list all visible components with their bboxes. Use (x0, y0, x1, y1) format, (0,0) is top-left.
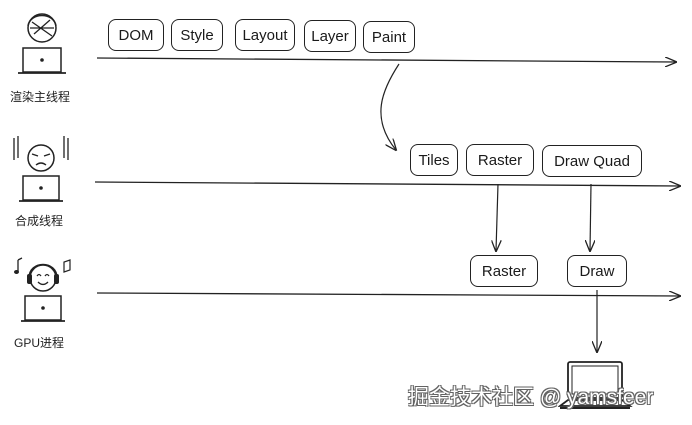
drawquad-to-draw-arrow (590, 183, 591, 251)
headphones-person-icon (14, 257, 71, 322)
step-style: Style (171, 19, 223, 51)
raster-to-gpu-raster-arrow (496, 183, 498, 251)
main-thread-timeline-arrow (96, 58, 676, 62)
lane-label-compositor-thread: 合成线程 (15, 214, 64, 228)
lane-label-gpu-process: GPU进程 (14, 336, 65, 350)
watermark: 掘金技术社区 @ yamsfeer (408, 386, 654, 409)
person-at-laptop-icon (18, 13, 66, 74)
step-dom: DOM (108, 19, 164, 51)
step-raster-gpu: Raster (470, 255, 538, 287)
step-draw: Draw (567, 255, 627, 287)
step-draw-quad: Draw Quad (542, 145, 642, 177)
step-layout: Layout (235, 19, 295, 51)
gpu-timeline-arrow (96, 293, 680, 296)
paint-to-tiles-arrow (380, 63, 400, 150)
step-tiles: Tiles (410, 144, 458, 176)
step-paint: Paint (363, 21, 415, 53)
compositor-timeline-arrow (94, 182, 680, 186)
step-raster-compositor: Raster (466, 144, 534, 176)
laptop-icon (558, 361, 633, 409)
lane-label-main-thread: 渲染主线程 (10, 90, 71, 104)
stressed-person-icon (13, 136, 69, 202)
step-layer: Layer (304, 20, 356, 52)
